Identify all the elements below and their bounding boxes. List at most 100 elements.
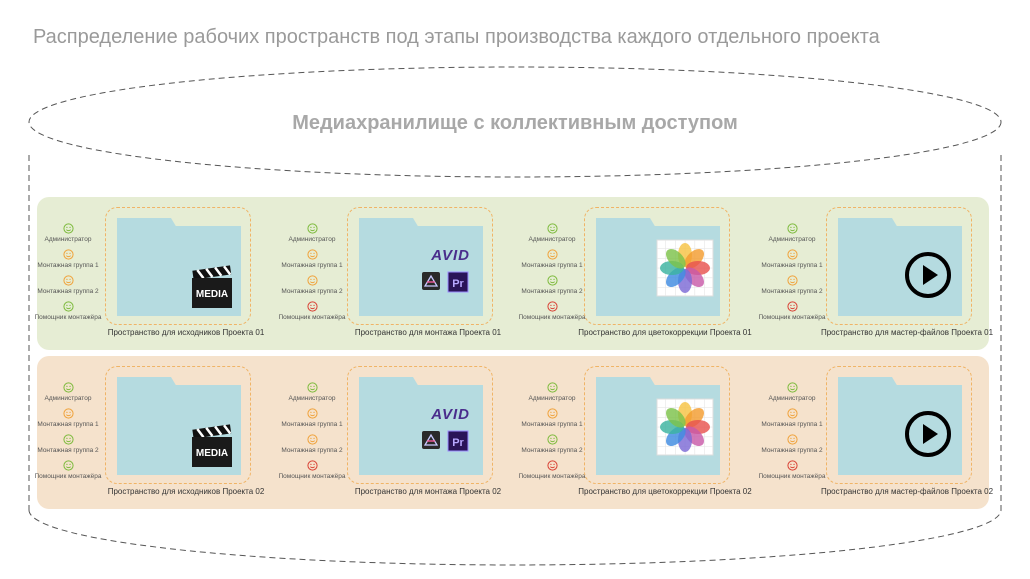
smiley-orange-icon [28, 408, 108, 419]
workspace-folder: AVID Pr [347, 366, 493, 484]
user-administrator: Администратор [512, 382, 592, 403]
user-editing-group-1: Монтажная группа 1 [512, 249, 592, 270]
user-editing-group-2: Монтажная группа 2 [28, 275, 108, 296]
user-editing-group-1: Монтажная группа 1 [28, 408, 108, 429]
workspace-folder [584, 366, 730, 484]
page-title: Распределение рабочих пространств под эт… [33, 26, 880, 48]
smiley-green-icon [28, 382, 108, 393]
role-label: Монтажная группа 2 [521, 447, 583, 454]
user-editing-group-2: Монтажная группа 2 [28, 434, 108, 455]
role-label: Монтажная группа 2 [521, 288, 583, 295]
user-administrator: Администратор [752, 382, 832, 403]
role-label: Помощник монтажёра [758, 473, 826, 480]
smiley-orange-icon [272, 275, 352, 286]
user-editing-group-1: Монтажная группа 1 [28, 249, 108, 270]
storage-title: Медиахранилище с коллективным доступом [292, 112, 738, 134]
workspace-label: Пространство для исходников Проекта 02 [107, 487, 265, 496]
smiley-green-icon [28, 434, 108, 445]
role-label: Монтажная группа 2 [281, 447, 343, 454]
user-assistant-editor: Помощник монтажёра [272, 460, 352, 481]
smiley-green-icon [28, 301, 108, 312]
role-label: Монтажная группа 1 [761, 262, 823, 269]
smiley-red-icon [272, 460, 352, 471]
smiley-green-icon [752, 223, 832, 234]
role-label: Администратор [288, 236, 336, 243]
workspace-folder [826, 207, 972, 325]
user-administrator: Администратор [28, 382, 108, 403]
role-label: Администратор [768, 236, 816, 243]
role-label: Монтажная группа 1 [37, 262, 99, 269]
role-label: Помощник монтажёра [34, 473, 102, 480]
user-editing-group-1: Монтажная группа 1 [512, 408, 592, 429]
workspace-folder [584, 207, 730, 325]
smiley-green-icon [512, 223, 592, 234]
photos-color-icon [656, 398, 714, 461]
role-label: Монтажная группа 2 [37, 288, 99, 295]
smiley-orange-icon [28, 249, 108, 260]
media-text: MEDIA [196, 448, 228, 459]
workspace-label: Пространство для мастер-файлов Проекта 0… [820, 487, 994, 496]
smiley-green-icon [512, 275, 592, 286]
role-label: Администратор [768, 395, 816, 402]
workspace-label: Пространство для мастер-файлов Проекта 0… [820, 328, 994, 337]
smiley-green-icon [752, 382, 832, 393]
workspace-folder: MEDIA [105, 366, 251, 484]
role-label: Монтажная группа 2 [761, 288, 823, 295]
svg-text:AVID: AVID [430, 247, 470, 264]
smiley-green-icon [272, 382, 352, 393]
user-administrator: Администратор [28, 223, 108, 244]
role-label: Монтажная группа 2 [281, 288, 343, 295]
role-label: Помощник монтажёра [278, 473, 346, 480]
role-label: Монтажная группа 1 [521, 262, 583, 269]
smiley-red-icon [512, 460, 592, 471]
smiley-red-icon [272, 301, 352, 312]
play-icon [903, 250, 953, 305]
avid-premiere-finalcut-icon: AVID Pr [418, 405, 484, 460]
role-label: Помощник монтажёра [518, 314, 586, 321]
media-clapperboard-icon: MEDIA [190, 262, 234, 317]
smiley-red-icon [512, 301, 592, 312]
smiley-orange-icon [272, 434, 352, 445]
smiley-orange-icon [752, 275, 832, 286]
user-assistant-editor: Помощник монтажёра [512, 460, 592, 481]
role-label: Администратор [44, 236, 92, 243]
user-assistant-editor: Помощник монтажёра [28, 301, 108, 322]
smiley-orange-icon [752, 434, 832, 445]
user-editing-group-2: Монтажная группа 2 [752, 275, 832, 296]
workspace-label: Пространство для монтажа Проекта 01 [354, 328, 502, 337]
svg-text:AVID: AVID [430, 406, 470, 423]
role-label: Помощник монтажёра [278, 314, 346, 321]
svg-text:Pr: Pr [452, 437, 464, 449]
user-editing-group-1: Монтажная группа 1 [272, 408, 352, 429]
play-icon [903, 409, 953, 464]
smiley-green-icon [28, 460, 108, 471]
user-assistant-editor: Помощник монтажёра [512, 301, 592, 322]
user-administrator: Администратор [752, 223, 832, 244]
user-editing-group-2: Монтажная группа 2 [512, 275, 592, 296]
role-label: Помощник монтажёра [518, 473, 586, 480]
media-text: MEDIA [196, 289, 228, 300]
smiley-orange-icon [752, 408, 832, 419]
smiley-orange-icon [512, 249, 592, 260]
role-label: Монтажная группа 1 [37, 421, 99, 428]
user-editing-group-1: Монтажная группа 1 [272, 249, 352, 270]
smiley-orange-icon [752, 249, 832, 260]
user-administrator: Администратор [512, 223, 592, 244]
role-label: Монтажная группа 1 [761, 421, 823, 428]
smiley-orange-icon [272, 408, 352, 419]
user-administrator: Администратор [272, 382, 352, 403]
user-assistant-editor: Помощник монтажёра [28, 460, 108, 481]
role-label: Монтажная группа 2 [37, 447, 99, 454]
user-assistant-editor: Помощник монтажёра [752, 301, 832, 322]
workspace-label: Пространство для цветокоррекции Проекта … [578, 328, 752, 337]
smiley-green-icon [512, 382, 592, 393]
user-editing-group-2: Монтажная группа 2 [272, 434, 352, 455]
smiley-orange-icon [272, 249, 352, 260]
role-label: Монтажная группа 1 [281, 421, 343, 428]
role-label: Администратор [44, 395, 92, 402]
user-assistant-editor: Помощник монтажёра [752, 460, 832, 481]
role-label: Администратор [288, 395, 336, 402]
role-label: Администратор [528, 395, 576, 402]
